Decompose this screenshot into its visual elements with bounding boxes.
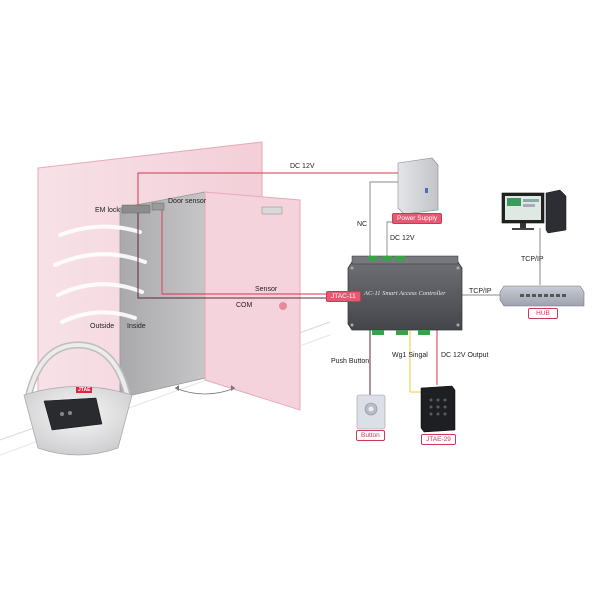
tag-reader: JTAE-29 [421, 434, 456, 446]
label-dc12v-output: DC 12V Output [441, 352, 489, 359]
label-com: COM [236, 302, 253, 309]
controller-unit [347, 255, 463, 335]
wireless-waves [53, 224, 147, 324]
tag-hub: HUB [528, 308, 558, 320]
em-lock [121, 204, 151, 214]
lock-plate [261, 206, 283, 215]
handheld-card-device [23, 341, 133, 456]
swing-arrow-left [175, 385, 179, 391]
label-inside: Inside [127, 323, 146, 330]
label-dc12v-top: DC 12V [290, 163, 315, 170]
label-dc12v-side: DC 12V [390, 235, 415, 242]
hub-device [499, 285, 585, 307]
wall-inside [204, 191, 301, 411]
tag-button: Button [356, 430, 385, 442]
label-outside: Outside [90, 323, 115, 330]
computer [501, 189, 567, 234]
label-push-button: Push Button [331, 358, 370, 365]
door-panel [119, 191, 206, 399]
label-wg1-signal: Wg1 Singal [392, 352, 428, 359]
exit-indicator [279, 302, 287, 310]
label-tcp-ip-top: TCP/IP [521, 256, 544, 263]
card-reader-device [420, 385, 456, 433]
tag-controller: JTAC-11 [326, 291, 361, 303]
label-sensor: Sensor [255, 286, 278, 293]
push-button-device [356, 394, 386, 430]
door-swing-arc [174, 387, 236, 395]
label-tcp-ip-side: TCP/IP [469, 288, 492, 295]
label-em-lock: EM lock [95, 207, 120, 214]
controller-title: AC-11 Smart Access Controller [364, 290, 446, 297]
power-supply-box [397, 157, 439, 215]
tag-power-supply: Power Supply [392, 213, 443, 225]
door-sensor [151, 202, 165, 211]
swing-arrow-right [231, 385, 235, 391]
label-door-sensor: Door sensor [168, 198, 207, 205]
card-logo: JTAE [76, 387, 93, 393]
label-nc: NC [357, 221, 368, 228]
